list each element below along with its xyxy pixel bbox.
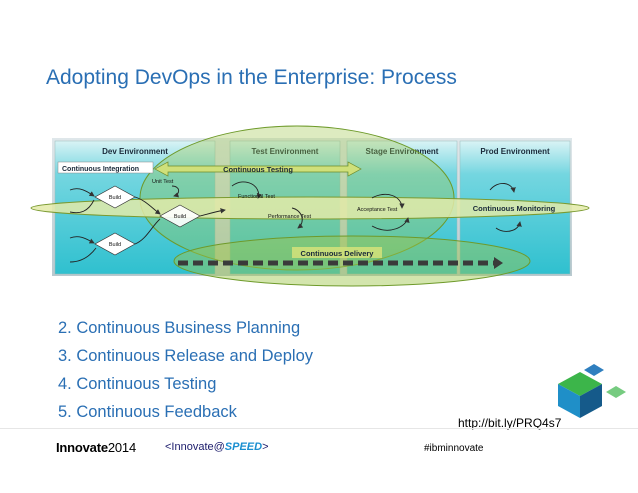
continuous-monitoring-label: Continuous Monitoring: [473, 204, 556, 213]
build-node-2: Build: [159, 204, 201, 228]
innovate-logo-year: 2014: [107, 440, 136, 455]
process-flow-arrows: [69, 181, 522, 263]
continuous-integration-box: [57, 161, 154, 174]
continuous-testing-arrow: [154, 161, 362, 177]
speed-logo-suffix: >: [262, 441, 269, 453]
slide-title: Adopting DevOps in the Enterprise: Proce…: [46, 66, 457, 89]
stage-environment-header: Stage Environment: [366, 147, 439, 156]
unit-test-label: Unit Test: [152, 179, 174, 185]
continuous-integration-label: Continuous Integration: [62, 166, 139, 173]
reference-link[interactable]: http://bit.ly/PRQ4s7: [458, 416, 562, 430]
functional-test-label: Functional Test: [238, 194, 275, 200]
prod-environment-header: Prod Environment: [480, 147, 550, 156]
point-business-planning: 2. Continuous Business Planning: [58, 319, 301, 337]
performance-test-label: Performance Test: [268, 214, 311, 220]
devops-points-list: 2. Continuous Business Planning 3. Conti…: [58, 314, 313, 426]
continuous-testing-label: Continuous Testing: [223, 165, 293, 174]
innovate-2014-logo: Innovate2014: [56, 440, 136, 455]
hashtag-text: #ibminnovate: [424, 443, 484, 454]
build-node-1-label: Build: [109, 195, 121, 201]
innovate-speed-logo: <Innovate@SPEED>: [165, 441, 269, 453]
continuous-delivery-box: [292, 247, 382, 258]
innovate-logo-word: Innovate: [56, 440, 108, 455]
point-testing: 4. Continuous Testing: [58, 375, 217, 393]
build-node-2-label: Build: [174, 214, 186, 220]
acceptance-test-label: Acceptance Test: [357, 207, 398, 213]
delivery-arrowhead: [494, 257, 503, 269]
point-feedback: 5. Continuous Feedback: [58, 403, 237, 421]
test-environment-header: Test Environment: [252, 147, 319, 156]
build-node-3: Build: [94, 232, 136, 256]
build-node-1: Build: [94, 185, 136, 209]
corner-decoration: [558, 364, 626, 418]
continuous-delivery-label: Continuous Delivery: [301, 249, 375, 258]
speed-logo-word: SPEED: [224, 441, 263, 453]
footer-divider: [0, 428, 638, 429]
point-release-deploy: 3. Continuous Release and Deploy: [58, 347, 314, 365]
speed-logo-prefix: <Innovate@: [165, 441, 225, 453]
build-node-3-label: Build: [109, 242, 121, 248]
dev-environment-header: Dev Environment: [102, 147, 168, 156]
